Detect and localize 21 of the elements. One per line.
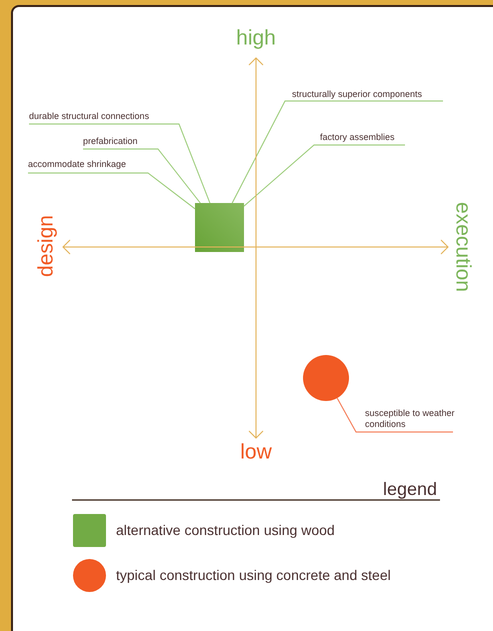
leader-line	[28, 124, 210, 204]
callout-text: prefabrication	[83, 136, 138, 147]
legend-text: typical construction using concrete and steel	[116, 567, 391, 584]
circle-marker	[303, 355, 349, 401]
legend-title: legend	[382, 480, 438, 498]
axis-label: low	[240, 442, 272, 462]
leader-line	[232, 100, 444, 204]
legend-text: alternative construction using wood	[116, 522, 335, 539]
callout-text: durable structural connections	[29, 111, 150, 122]
callout-text: accommodate shrinkage	[28, 159, 126, 170]
leader-line	[82, 148, 201, 204]
callout-text: factory assemblies	[320, 132, 395, 143]
leader-line	[28, 172, 196, 210]
axis-label: high	[236, 28, 276, 48]
leader-line	[336, 398, 454, 432]
callout-text: susceptible to weather conditions	[365, 408, 455, 430]
square-marker	[195, 203, 244, 252]
callout-text: structurally superior components	[292, 89, 422, 100]
leader-line	[244, 144, 406, 207]
axis-label: design	[36, 215, 56, 277]
axis-label: execution	[452, 202, 474, 292]
